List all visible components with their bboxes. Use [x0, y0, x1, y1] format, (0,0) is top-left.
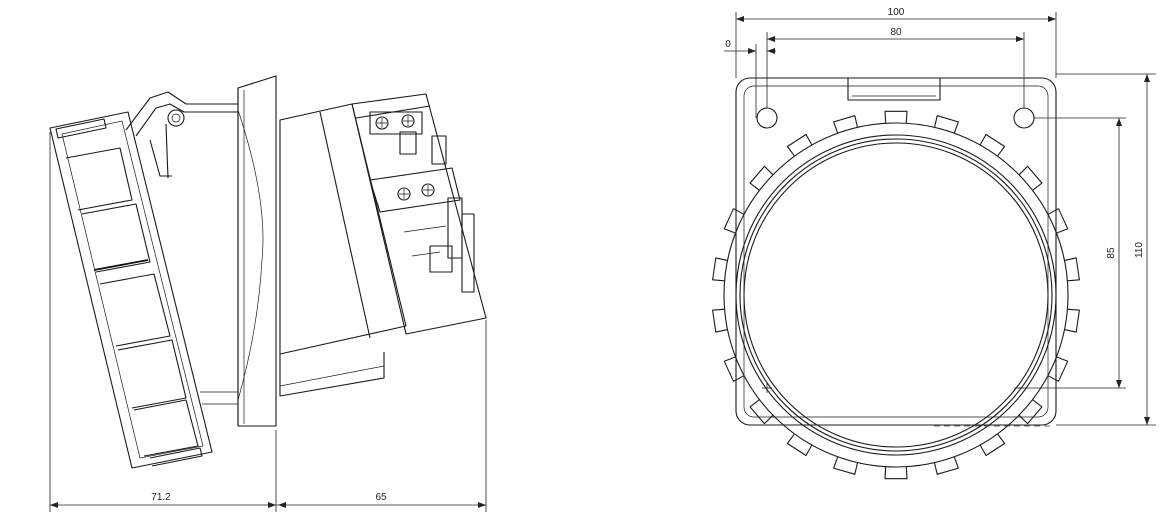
- ring-battlements: [712, 110, 1080, 480]
- dim-label-65: 65: [375, 492, 387, 503]
- ring-tooth: [884, 466, 908, 480]
- ring-tooth: [1018, 165, 1043, 191]
- side-flange: [200, 75, 277, 427]
- ring-tooth: [1064, 257, 1080, 282]
- dim-label-0: 0: [725, 39, 731, 50]
- ring-tooth: [884, 110, 908, 124]
- ring-tooth: [786, 133, 813, 157]
- ring-tooth: [1064, 308, 1080, 333]
- dim-front-offset: 0: [724, 39, 776, 118]
- side-terminals: [369, 111, 475, 293]
- front-plate: [735, 77, 1057, 426]
- terminal-screw: [421, 183, 435, 197]
- ring-tooth: [712, 257, 728, 282]
- dim-side-depth-rear: 65: [276, 320, 487, 512]
- dim-front-width: 100: [735, 7, 1057, 78]
- dim-label-80: 80: [890, 27, 902, 38]
- ring-tooth: [1047, 208, 1069, 234]
- dim-front-hole-v: 85: [1018, 117, 1126, 389]
- front-ring: [712, 110, 1080, 480]
- terminal-screw: [401, 114, 415, 128]
- ring-tooth: [833, 115, 859, 134]
- dim-front-hole-h: 80: [766, 27, 1025, 108]
- hinge-pin: [167, 109, 185, 127]
- lid-ribs: [55, 118, 203, 467]
- dim-front-height: 110: [1056, 73, 1156, 426]
- ring-tooth: [933, 456, 959, 475]
- mounting-hole-right: [1013, 107, 1035, 129]
- dim-label-110: 110: [1134, 242, 1145, 258]
- terminal-screw: [397, 187, 411, 201]
- ring-tooth: [723, 356, 745, 382]
- side-housing: [279, 93, 487, 397]
- ring-tooth: [712, 308, 728, 333]
- ring-tooth: [1047, 356, 1069, 382]
- ring-tooth: [723, 208, 745, 234]
- dim-side-depth-front: 71.2: [49, 132, 277, 512]
- front-socket: [739, 138, 1053, 452]
- dim-label-85: 85: [1106, 247, 1117, 259]
- terminal-screw: [375, 116, 389, 130]
- dim-label-71-2: 71.2: [151, 492, 171, 503]
- side-lid: [49, 111, 213, 469]
- ring-tooth: [786, 433, 813, 457]
- ring-tooth: [749, 399, 774, 425]
- mounting-hole-left: [756, 107, 778, 129]
- side-view: 71.2 65: [49, 75, 487, 512]
- ring-tooth: [933, 115, 959, 134]
- ring-tooth: [833, 456, 859, 475]
- lid-hinge: [125, 91, 238, 179]
- dim-label-100: 100: [888, 7, 905, 18]
- ring-tooth: [979, 433, 1006, 457]
- ring-tooth: [749, 165, 774, 191]
- front-view: 100 80 0 85: [712, 7, 1156, 480]
- ring-tooth: [1018, 399, 1043, 425]
- ring-tooth: [979, 133, 1006, 157]
